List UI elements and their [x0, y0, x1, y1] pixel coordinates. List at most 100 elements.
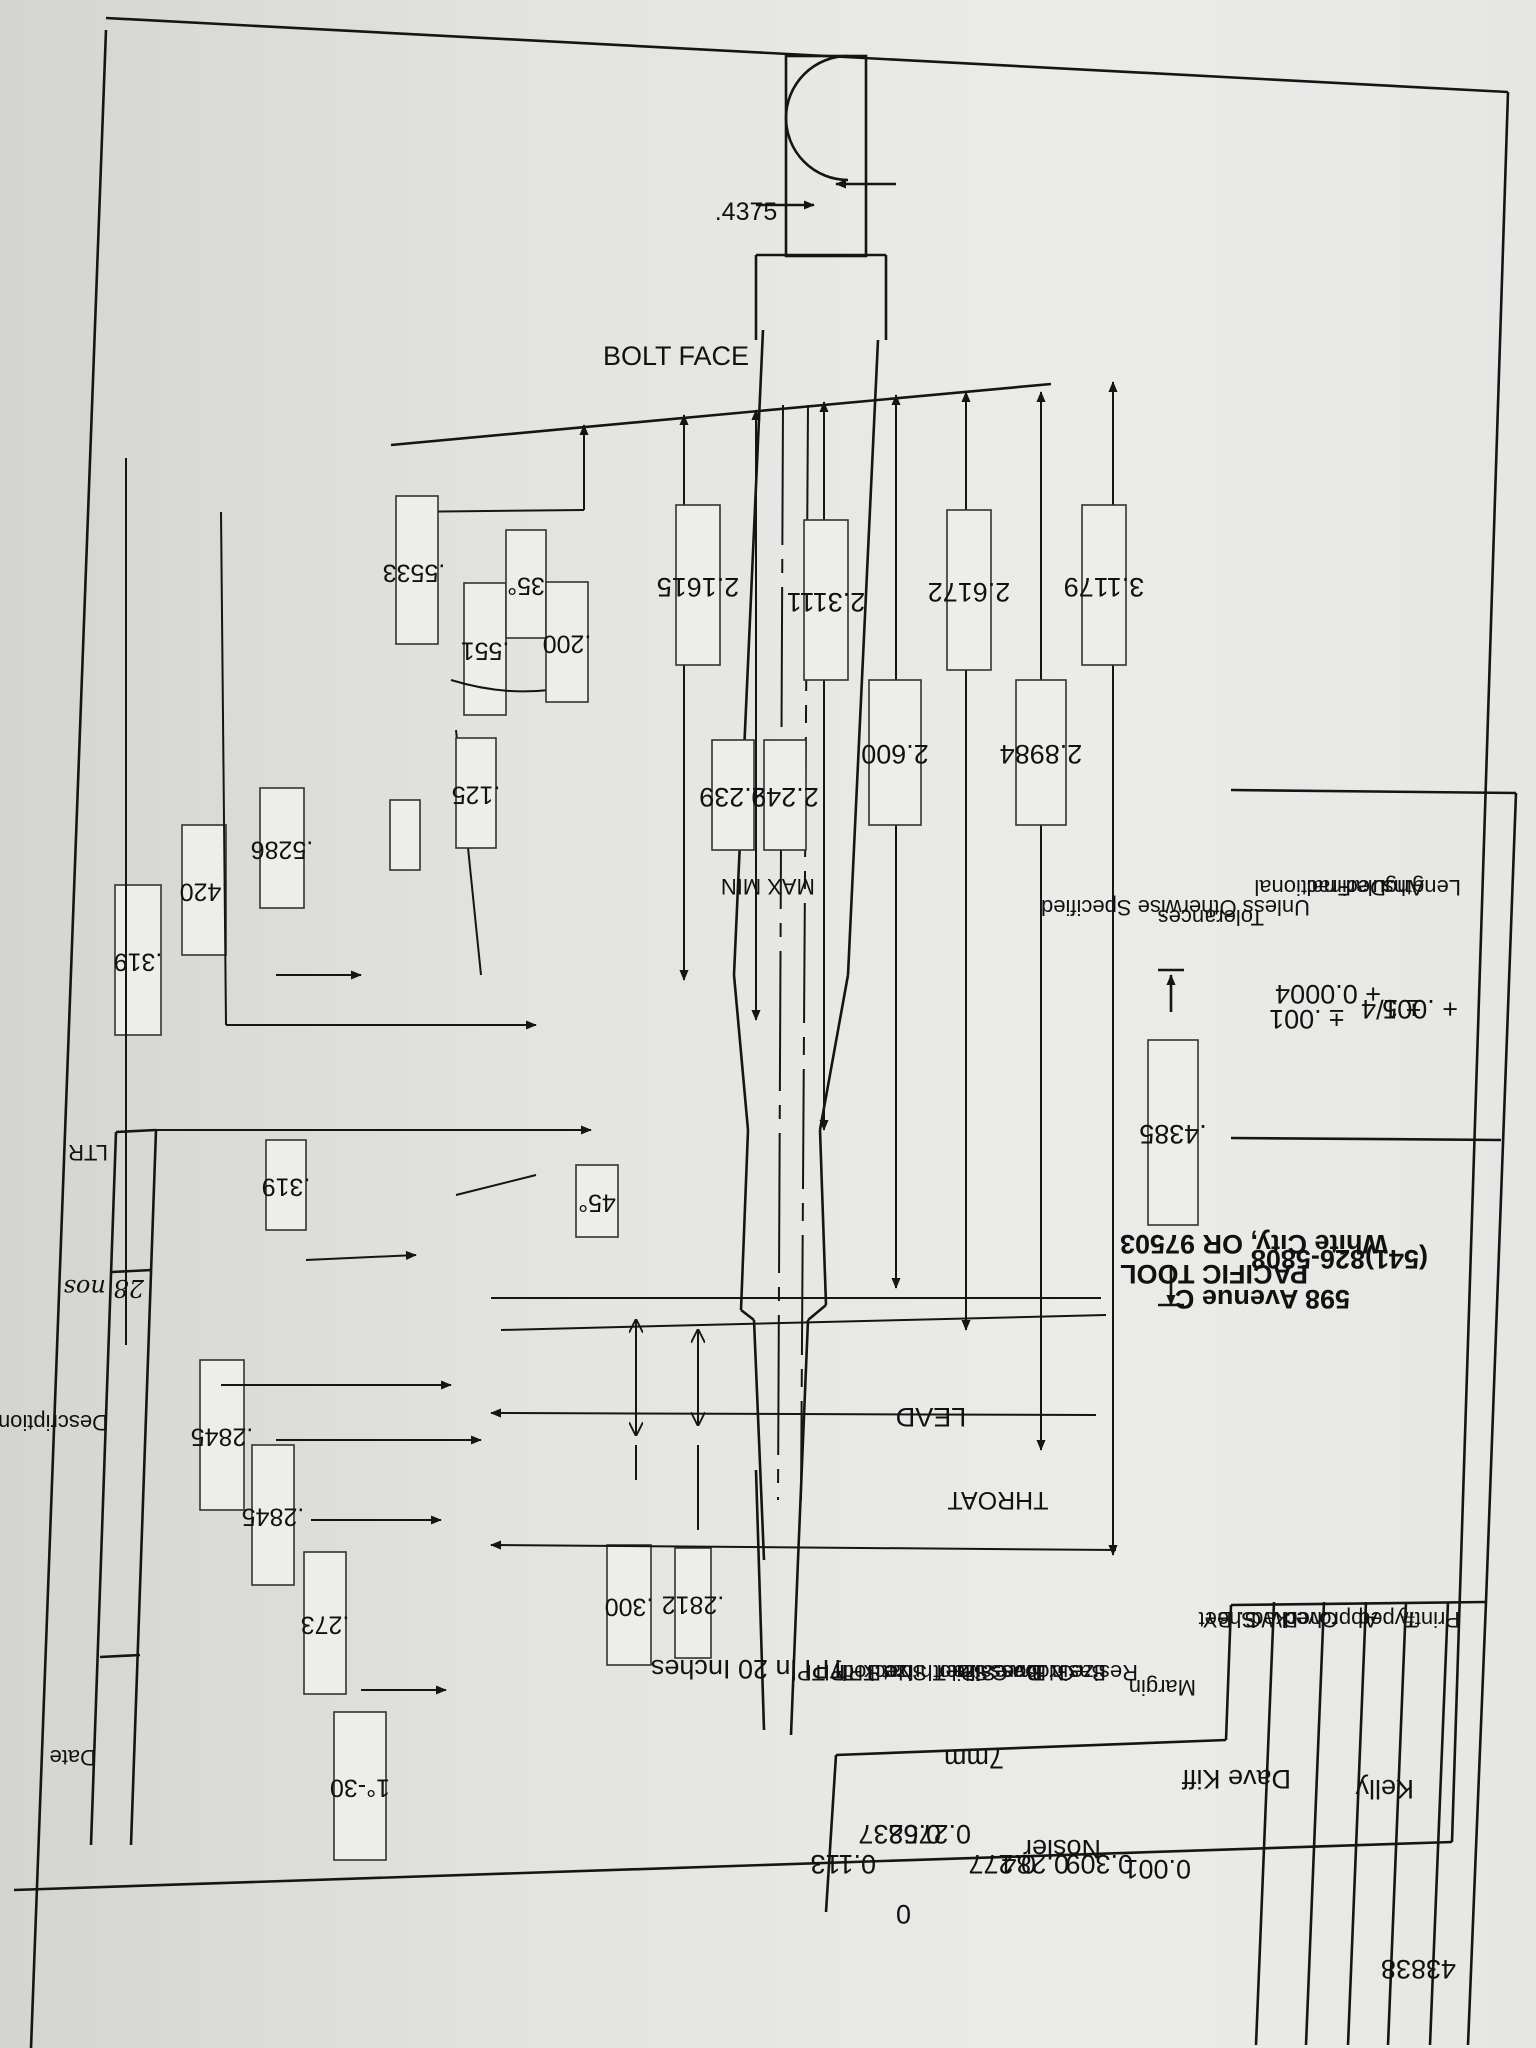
- dim-300-text: .300: [605, 1592, 654, 1620]
- dim-2845b-text: .2845: [242, 1502, 305, 1530]
- tb-dwgby-value: Dave Kiff: [1181, 1764, 1291, 1794]
- dim-4385-text: .4385: [1139, 1119, 1207, 1149]
- title-block: Sheet DWG. BY Dave Kiff Checked Approved…: [1181, 1600, 1488, 2046]
- tb-approved-label: Approved: [1284, 1607, 1378, 1632]
- spec-neck-tpi-value: 0: [896, 1899, 911, 1929]
- bolt-face-label: BOLT FACE: [603, 341, 749, 371]
- bolt-face-line: [390, 382, 1052, 447]
- dim-1-30: 1°-30: [330, 1711, 390, 1861]
- dim-273: .273: [301, 1551, 350, 1695]
- tol-angular-label: Angular: [1348, 875, 1424, 900]
- tb-typed-value: Kelly: [1355, 1774, 1414, 1804]
- tol-angular-value: ± 1/4: [1361, 994, 1421, 1024]
- dim-2-1615: 2.1615: [657, 504, 740, 666]
- dim-125: .125: [452, 737, 501, 849]
- dim-boxes: .5533 .551: [383, 495, 510, 716]
- spec-throat-tpi-value: 0.5237: [858, 1819, 941, 1849]
- company-block: PACIFIC TOOL 598 Avenue C White City, OR…: [1120, 1229, 1428, 1314]
- rev-ltr-label: LTR: [68, 1140, 108, 1165]
- tolerances-title: Tolerances: [1158, 905, 1264, 930]
- dim-5286-text: .5286: [251, 835, 314, 863]
- dim-319b-text: .319: [262, 1172, 311, 1200]
- lead-label: LEAD: [896, 1402, 967, 1432]
- tol-lengths-label: Lengths: [1383, 875, 1461, 900]
- spec-body-tpi-label: Body TPI: [791, 1660, 881, 1685]
- dim-2-239-text: 2.239: [699, 782, 767, 812]
- tol-fractional-label: Fractional: [1254, 875, 1351, 900]
- dim-319-b: .319: [262, 1139, 311, 1231]
- dim-300: .300: [605, 1544, 654, 1666]
- dim-2812-text: .2812: [662, 1590, 725, 1618]
- bolt-head: .4375: [715, 54, 896, 340]
- revision-table: LTR 28 nos Description Date: [0, 1128, 158, 1846]
- tol-fractional-value: ± .001: [1269, 1004, 1344, 1034]
- small-empty-box: [389, 799, 421, 871]
- company-city: White City, OR 97503: [1120, 1229, 1388, 1259]
- spec-bore-label: Bore Size: [946, 1660, 1041, 1685]
- spec-groove-label: Groove Size: [953, 1660, 1074, 1685]
- dim-2812: .2812: [662, 1547, 725, 1659]
- dim-2-3111: 2.3111: [787, 519, 866, 681]
- dim-273-text: .273: [301, 1610, 350, 1638]
- dim-319a-text: .319: [114, 947, 163, 975]
- dim-319-a: .319: [114, 884, 163, 1036]
- dim-2845-a: .2845: [191, 1359, 253, 1511]
- spec-pilot-label: Pilot Size: [884, 1660, 976, 1685]
- throat-label: THROAT: [948, 1486, 1049, 1514]
- dim-2-249: 2.249 MAX: [751, 739, 819, 899]
- dim-200-text: .200: [543, 629, 592, 657]
- dim-3-1179-text: 3.1179: [1064, 572, 1145, 602]
- rev-date-label: Date: [50, 1745, 96, 1770]
- dim-125-text: .125: [452, 780, 501, 808]
- dim-2-3111-text: 2.3111: [787, 587, 866, 617]
- dim-2-8984-text: 2.8984: [1000, 739, 1083, 769]
- dim-3-1179: 3.1179: [1064, 504, 1145, 666]
- tol-decimal-value: + 0.0004: [1275, 979, 1381, 1009]
- leader-lines: [125, 458, 592, 1695]
- spec-pilot-value: 0.2768: [888, 1819, 971, 1849]
- tolerances-block: Tolerances Unless Otherwise Specified Fr…: [1041, 788, 1518, 1603]
- dim-2-600: 2.600: [861, 679, 929, 826]
- spec-brass-value: Nosler: [1023, 1834, 1101, 1864]
- spec-caliber-value: 7mm: [944, 1744, 1004, 1774]
- dim-4385: .4385: [1139, 968, 1207, 1307]
- dim-45deg-text: 45°: [578, 1188, 616, 1216]
- dim-420-text: .420: [180, 877, 229, 905]
- spec-margin-label: Margin: [1129, 1675, 1196, 1700]
- spec-resize-value: 0.309: [1065, 1849, 1133, 1879]
- lead-throat-marks: LEAD THROAT: [490, 1320, 1117, 1551]
- dim-1-30-text: 1°-30: [330, 1773, 390, 1801]
- specs-title: TPI in 20 Inches: [651, 1654, 846, 1684]
- dim-200: .200: [543, 581, 592, 703]
- dim-551: .551: [461, 636, 510, 664]
- spec-brass-label: Basic Brass: [990, 1660, 1106, 1685]
- dim-2-600-text: 2.600: [861, 739, 929, 769]
- tolerances-subtitle: Unless Otherwise Specified: [1041, 895, 1310, 920]
- dim-2-8984: 2.8984: [1000, 679, 1083, 826]
- max-label: MAX: [767, 874, 815, 899]
- dim-2-1615-text: 2.1615: [657, 572, 740, 602]
- dim-5286: .5286: [251, 787, 314, 909]
- tb-print-label: Print#: [1402, 1607, 1460, 1632]
- dim-2-249-text: 2.249: [751, 782, 819, 812]
- rev-entry: 28 nos: [64, 1274, 145, 1302]
- rev-description-label: Description: [0, 1410, 108, 1435]
- chamber-profile: [732, 329, 880, 1736]
- tol-decimal-label: Decimal: [1307, 875, 1386, 900]
- spec-groove-value: 0.284: [1001, 1849, 1069, 1879]
- tb-typed-label: Typed: [1358, 1607, 1418, 1632]
- spec-throat-tpi-label: Throat TPI: [842, 1660, 946, 1685]
- tol-lengths-value: + .005: [1382, 994, 1458, 1024]
- spec-resize-label: Resize N.D.: [1021, 1660, 1138, 1685]
- spec-neck-tpi-label: Neck TPI: [824, 1660, 914, 1685]
- tb-print-value: 43838: [1381, 1954, 1456, 1984]
- tb-checked-label: Checked: [1251, 1607, 1338, 1632]
- dim-35deg-text: 35°: [507, 571, 545, 599]
- tb-sheet-label: Sheet: [1199, 1607, 1257, 1632]
- dim-2845-b: .2845: [242, 1444, 305, 1586]
- tb-dwgby-label: DWG. BY: [1202, 1607, 1298, 1632]
